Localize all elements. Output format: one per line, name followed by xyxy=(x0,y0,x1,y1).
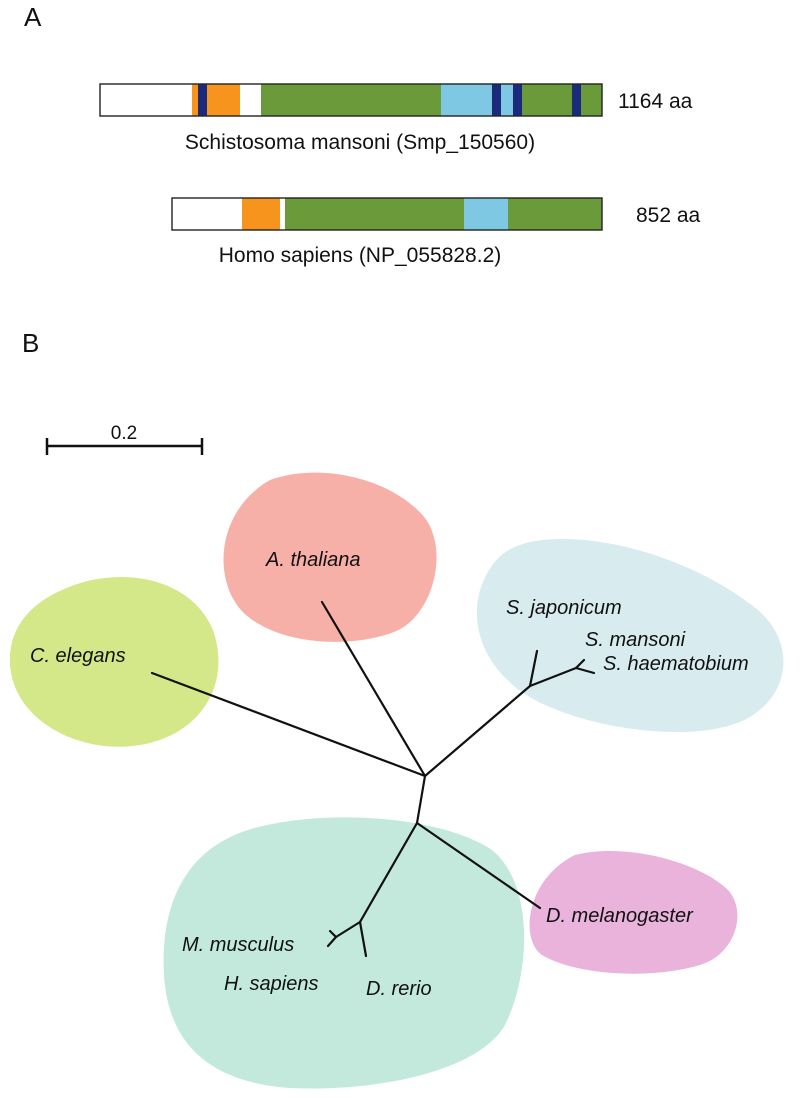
nematode-group-blob xyxy=(9,577,219,747)
plant-group-blob xyxy=(223,472,437,642)
label-d-rerio: D. rerio xyxy=(366,978,432,1000)
h-sapiens-green-domain-2 xyxy=(508,198,602,230)
label-c-elegans: C. elegans xyxy=(30,645,126,667)
insect-group-blob xyxy=(529,850,738,974)
s-mansoni-navy-motif-2 xyxy=(492,84,501,116)
s-mansoni-bar-outline xyxy=(99,83,603,117)
s-mansoni-protein-label: Schistosoma mansoni (Smp_150560) xyxy=(185,131,535,154)
scale-bar xyxy=(45,438,204,455)
s-mansoni-linker-region xyxy=(240,84,261,116)
schistosome-group-blob xyxy=(476,539,784,733)
h-sapiens-bar-outline xyxy=(171,197,603,231)
phylogenetic-tree xyxy=(150,600,596,958)
h-sapiens-length-label: 852 aa xyxy=(636,204,701,227)
label-s-japonicum: S. japonicum xyxy=(506,597,622,619)
label-m-musculus: M. musculus xyxy=(182,934,294,956)
label-d-melanogaster: D. melanogaster xyxy=(546,905,694,927)
s-mansoni-navy-motif-4 xyxy=(572,84,581,116)
protein-bar-h-sapiens xyxy=(171,197,603,231)
s-mansoni-navy-motif-3 xyxy=(513,84,522,116)
label-h-sapiens: H. sapiens xyxy=(224,973,319,995)
protein-bar-s-mansoni xyxy=(99,83,603,117)
scale-bar-label: 0.2 xyxy=(111,423,137,444)
s-mansoni-green-domain-1 xyxy=(261,84,441,116)
s-mansoni-light-blue-domain xyxy=(441,84,522,116)
label-s-haematobium: S. haematobium xyxy=(603,653,749,675)
label-s-mansoni: S. mansoni xyxy=(585,629,686,651)
h-sapiens-light-blue-domain xyxy=(464,198,508,230)
panel-a-letter: A xyxy=(24,2,42,32)
h-sapiens-linker-region xyxy=(280,198,285,230)
h-sapiens-green-domain-1 xyxy=(285,198,464,230)
s-mansoni-length-label: 1164 aa xyxy=(618,90,693,113)
s-mansoni-green-domain-2 xyxy=(522,84,602,116)
h-sapiens-unstructured-region xyxy=(172,198,242,230)
s-mansoni-unstructured-region xyxy=(100,84,192,116)
label-a-thaliana: A. thaliana xyxy=(265,549,361,571)
h-sapiens-protein-label: Homo sapiens (NP_055828.2) xyxy=(219,244,502,267)
vertebrate-group-blob xyxy=(163,817,525,1089)
s-mansoni-navy-motif-1 xyxy=(198,84,207,116)
panel-b-letter: B xyxy=(22,328,39,358)
h-sapiens-orange-domain xyxy=(242,198,280,230)
